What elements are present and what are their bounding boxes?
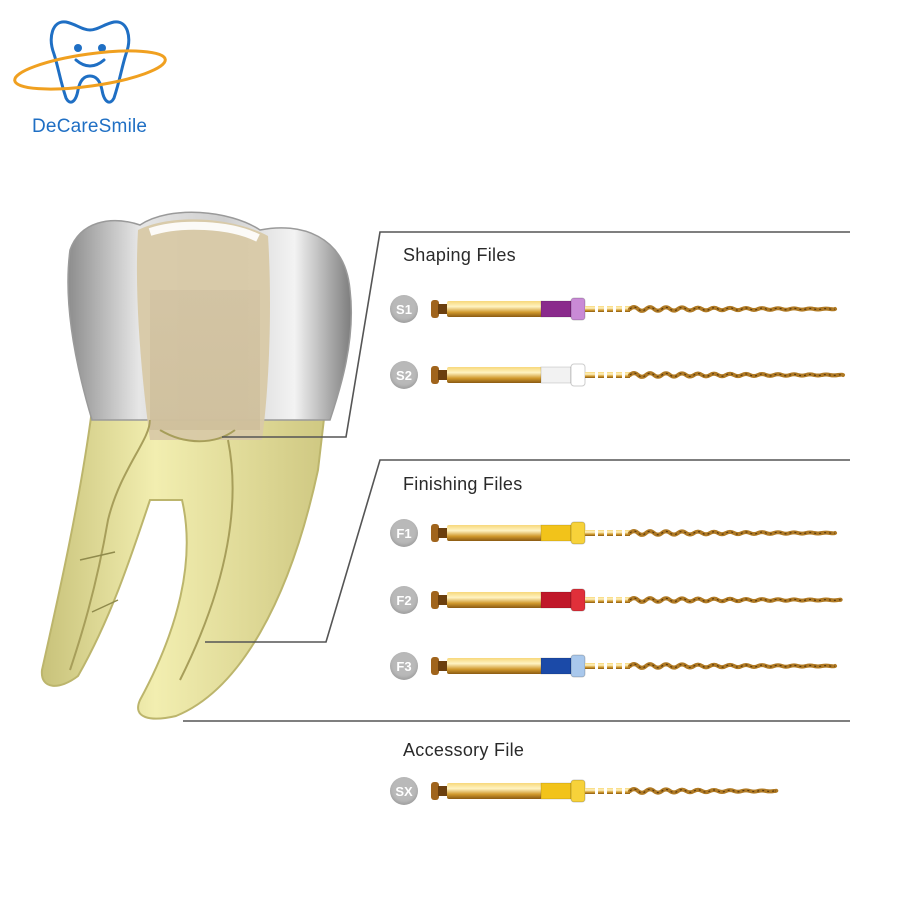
file-depth-mark: [604, 788, 607, 794]
file-depth-mark: [604, 530, 607, 536]
file-color-ring: [570, 779, 586, 803]
file-depth-mark: [613, 597, 616, 603]
file-depth-mark: [604, 663, 607, 669]
file-latch-notch: [438, 528, 448, 538]
file-color-band: [540, 300, 572, 318]
file-depth-mark: [622, 306, 625, 312]
file-handle: [447, 783, 542, 799]
file-instrument-f3: [431, 654, 837, 678]
finishing-files-title: Finishing Files: [403, 474, 523, 494]
accessory-file-title: Accessory File: [403, 740, 525, 760]
file-color-ring: [570, 588, 586, 612]
file-badge-f2: F2: [390, 586, 418, 614]
file-depth-mark: [604, 306, 607, 312]
file-flute-edge: [629, 530, 836, 536]
brand-name: DeCareSmile: [32, 116, 148, 137]
file-flute: [628, 787, 779, 795]
file-latch: [431, 782, 439, 800]
file-shaft: [585, 663, 630, 669]
file-depth-mark: [595, 788, 598, 794]
file-latch: [431, 524, 439, 542]
file-shaft: [585, 530, 630, 536]
file-flute: [628, 596, 843, 604]
file-instrument-sx: [431, 779, 779, 803]
file-flute: [628, 529, 837, 537]
file-handle: [447, 525, 542, 541]
file-flute-edge: [629, 663, 836, 669]
file-instrument-f1: [431, 521, 837, 545]
file-latch-notch: [438, 595, 448, 605]
file-handle: [447, 592, 542, 608]
file-flute-edge: [629, 372, 844, 378]
finishing-files-bracket: [183, 459, 850, 722]
file-badge-s2: S2: [390, 361, 418, 389]
file-latch: [431, 591, 439, 609]
file-color-band: [540, 524, 572, 542]
file-latch: [431, 300, 439, 318]
file-color-band: [540, 366, 572, 384]
file-handle: [447, 301, 542, 317]
file-shaft: [585, 372, 630, 378]
file-flute-edge: [629, 306, 836, 312]
file-depth-mark: [613, 372, 616, 378]
file-latch-notch: [438, 661, 448, 671]
file-depth-mark: [622, 597, 625, 603]
file-depth-mark: [604, 372, 607, 378]
file-latch: [431, 366, 439, 384]
file-color-ring: [570, 363, 586, 387]
file-latch: [431, 657, 439, 675]
file-badge-f3: F3: [390, 652, 418, 680]
file-depth-mark: [604, 597, 607, 603]
brand-logo-icon: [13, 20, 167, 104]
file-latch-notch: [438, 370, 448, 380]
file-instrument-f2: [431, 588, 843, 612]
file-depth-mark: [595, 372, 598, 378]
file-shaft: [585, 788, 630, 794]
file-color-band: [540, 657, 572, 675]
file-depth-mark: [613, 306, 616, 312]
file-instrument-s1: [431, 297, 837, 321]
file-flute: [628, 662, 837, 670]
file-depth-mark: [613, 663, 616, 669]
file-depth-mark: [595, 663, 598, 669]
file-color-band: [540, 591, 572, 609]
file-depth-mark: [622, 663, 625, 669]
file-flute-edge: [629, 597, 842, 603]
file-color-ring: [570, 521, 586, 545]
file-depth-mark: [613, 788, 616, 794]
file-depth-mark: [613, 530, 616, 536]
file-flute: [628, 305, 837, 313]
file-color-band: [540, 782, 572, 800]
file-depth-mark: [622, 372, 625, 378]
file-color-ring: [570, 297, 586, 321]
file-depth-mark: [595, 530, 598, 536]
file-flute-edge: [629, 788, 777, 794]
file-color-ring: [570, 654, 586, 678]
file-handle: [447, 658, 542, 674]
file-depth-mark: [595, 306, 598, 312]
file-handle: [447, 367, 542, 383]
file-depth-mark: [622, 788, 625, 794]
file-badge-f1: F1: [390, 519, 418, 547]
file-depth-mark: [595, 597, 598, 603]
file-latch-notch: [438, 786, 448, 796]
file-latch-notch: [438, 304, 448, 314]
file-depth-mark: [622, 530, 625, 536]
file-instrument-s2: [431, 363, 845, 387]
shaping-files-bracket: [222, 231, 850, 438]
file-shaft: [585, 597, 630, 603]
file-badge-s1: S1: [390, 295, 418, 323]
file-badge-sx: SX: [390, 777, 418, 805]
shaping-files-title: Shaping Files: [403, 245, 516, 265]
file-shaft: [585, 306, 630, 312]
